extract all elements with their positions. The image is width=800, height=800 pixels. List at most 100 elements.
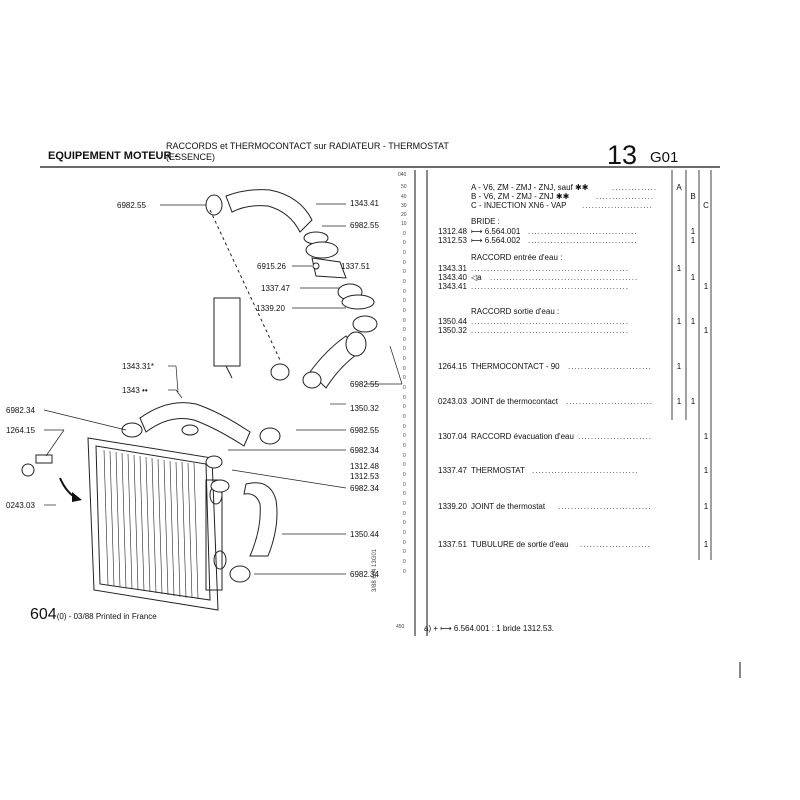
label-6982-55-upper: 6982.55 — [350, 221, 379, 230]
ruler-0b: 0 — [403, 240, 406, 246]
desc-1343-40: ◁a — [471, 273, 482, 282]
label-6982-34-mid: 6982.34 — [350, 446, 379, 455]
ref-1264-15: 1264.15 — [438, 362, 467, 371]
label-6982-34-bottom: 6982.34 — [350, 570, 379, 579]
desc-0243-03: JOINT de thermocontact — [471, 397, 558, 406]
ruler-0g: 0 — [403, 289, 406, 295]
ruler-0d: 0 — [403, 260, 406, 266]
ruler-0aa: 0 — [403, 482, 406, 488]
dots-0243-03: ........................... — [566, 397, 654, 406]
side-code: 3/88 604 13G01 — [372, 548, 378, 592]
group-raccord-sortie: RACCORD sortie d'eau : — [471, 307, 560, 316]
qty-1350-32-c: 1 — [703, 326, 709, 335]
ruler-0af: 0 — [403, 530, 406, 536]
ruler-0t: 0 — [403, 414, 406, 420]
qty-1350-44-b: 1 — [690, 317, 696, 326]
label-1343-31: 1343.31* — [122, 362, 155, 371]
variant-c-dots: ...................... — [582, 201, 653, 210]
ref-1337-51: 1337.51 — [438, 540, 467, 549]
qty-1312-53-b: 1 — [690, 236, 696, 245]
label-1350-44: 1350.44 — [350, 530, 379, 539]
ruler-040: 040 — [398, 172, 407, 178]
column-a: A — [676, 183, 682, 192]
ref-1343-31: 1343.31 — [438, 264, 467, 273]
dots-1350-44: ........................................… — [471, 317, 629, 326]
ref-0243-03: 0243.03 — [438, 397, 467, 406]
desc-1337-51: TUBULURE de sortie d'eau — [471, 540, 569, 549]
dots-1307-04: ....................... — [578, 432, 653, 441]
dots-1337-51: ...................... — [580, 540, 651, 549]
ruler-0ab: 0 — [403, 491, 406, 497]
label-6915-26: 6915.26 — [257, 262, 286, 271]
qty-1350-44-a: 1 — [676, 317, 682, 326]
label-6982-55-low: 6982.55 — [350, 426, 379, 435]
ref-1312-48: 1312.48 — [438, 227, 467, 236]
desc-1339-20: JOINT de thermostat — [471, 502, 546, 511]
ref-1339-20: 1339.20 — [438, 502, 467, 511]
dots-1343-40: ........................................… — [490, 273, 639, 282]
ref-1350-32: 1350.32 — [438, 326, 467, 335]
ruler-0p: 0 — [403, 375, 406, 381]
label-1339-20: 1339.20 — [256, 304, 285, 313]
dots-1312-53: .................................. — [528, 236, 638, 245]
qty-1343-41-c: 1 — [703, 282, 709, 291]
variant-a: A - V6, ZM - ZMJ - ZNJ, sauf ✱✱ — [471, 183, 589, 192]
label-1343: 1343 •• — [122, 386, 148, 395]
hose-1343-41 — [205, 189, 339, 259]
group-raccord-entree: RACCORD entrée d'eau : — [471, 253, 563, 262]
variant-c: C - INJECTION XN6 - VAP — [471, 201, 567, 210]
ruler-0aj: 0 — [403, 569, 406, 575]
ruler-20: 20 — [401, 212, 407, 218]
variant-a-dots: .............. — [612, 183, 658, 192]
column-c: C — [703, 201, 709, 210]
ruler-0v: 0 — [403, 433, 406, 439]
ref-1350-44: 1350.44 — [438, 317, 467, 326]
qty-0243-03-a: 1 — [676, 397, 682, 406]
qty-1337-51-c: 1 — [703, 540, 709, 549]
qty-1339-20-c: 1 — [703, 502, 709, 511]
ruler-0f: 0 — [403, 279, 406, 285]
radiator-drawing — [87, 437, 227, 611]
footnote: a) + ⟼ 6.564.001 : 1 bride 1312.53. — [424, 624, 555, 633]
ruler-0ah: 0 — [403, 549, 406, 555]
ruler-0a: 0 — [403, 231, 406, 237]
variant-b: B - V6, ZM - ZMJ - ZNJ ✱✱ — [471, 192, 570, 201]
qty-1307-04-c: 1 — [703, 432, 709, 441]
ruler-0j: 0 — [403, 318, 406, 324]
label-1337-47: 1337.47 — [261, 284, 290, 293]
ruler-0n: 0 — [403, 356, 406, 362]
desc-1312-53: ⟼ 6.564.002 — [471, 236, 521, 245]
qty-1312-48-b: 1 — [690, 227, 696, 236]
ref-1343-41: 1343.41 — [438, 282, 467, 291]
dots-1337-47: ................................. — [532, 466, 639, 475]
group-bride: BRIDE : — [471, 217, 500, 226]
ruler-0ac: 0 — [403, 501, 406, 507]
ruler-0ad: 0 — [403, 511, 406, 517]
column-b: B — [690, 192, 696, 201]
footer-page-code: 604(0) - 03/88 Printed in France — [30, 606, 157, 624]
dots-1350-32: ........................................… — [471, 326, 629, 335]
ref-1307-04: 1307.04 — [438, 432, 467, 441]
ref-1312-53: 1312.53 — [438, 236, 467, 245]
label-1337-51: 1337.51 — [341, 262, 370, 271]
ruler-450: 450 — [396, 624, 405, 630]
ruler-30: 30 — [401, 203, 407, 209]
dots-1343-31: ........................................… — [471, 264, 629, 273]
ruler-0w: 0 — [403, 443, 406, 449]
label-1343-41: 1343.41 — [350, 199, 379, 208]
section-title: EQUIPEMENT MOTEUR - — [48, 150, 179, 162]
ruler-0i: 0 — [403, 308, 406, 314]
ruler-0q: 0 — [403, 385, 406, 391]
label-0243-03: 0243.03 — [6, 501, 35, 510]
ref-1343-40: 1343.40 — [438, 273, 467, 282]
desc-1337-47: THERMOSTAT — [471, 466, 525, 475]
label-1264-15: 1264.15 — [6, 426, 35, 435]
ruler-0r: 0 — [403, 395, 406, 401]
label-1350-32: 1350.32 — [350, 404, 379, 413]
dots-1343-41: ........................................… — [471, 282, 629, 291]
label-6982-34-low: 6982.34 — [350, 484, 379, 493]
qty-0243-03-b: 1 — [690, 397, 696, 406]
ruler-0ae: 0 — [403, 520, 406, 526]
expansion-tank-drawing — [213, 297, 241, 367]
qty-1337-47-c: 1 — [703, 466, 709, 475]
